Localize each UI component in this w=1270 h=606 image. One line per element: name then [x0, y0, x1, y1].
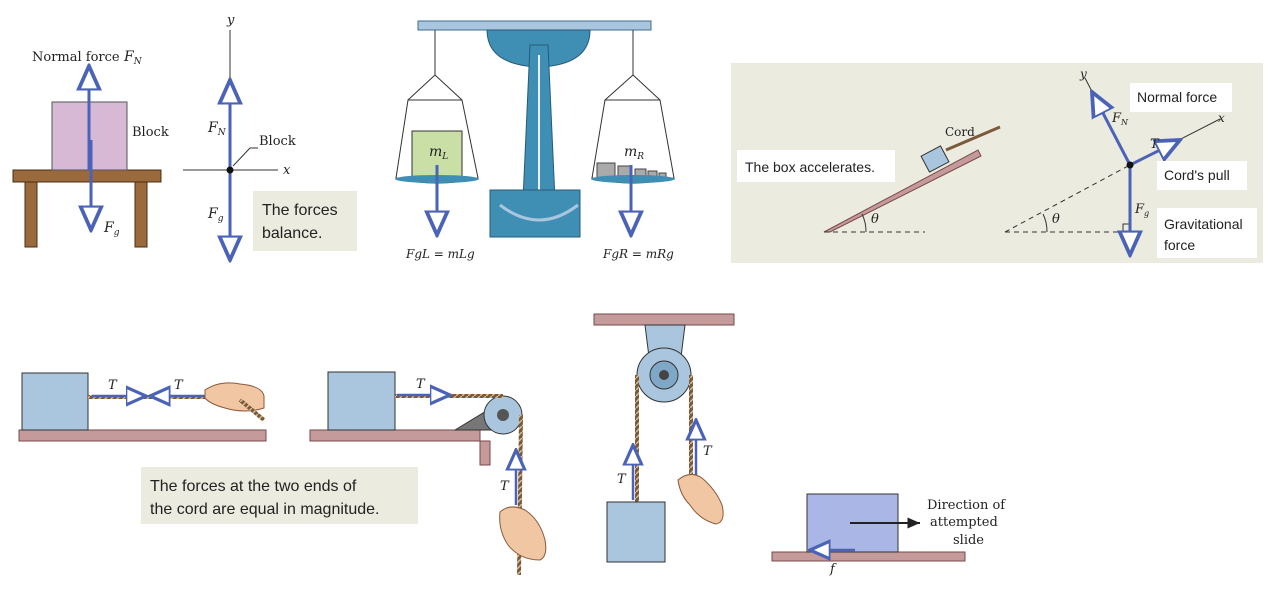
pulley-b-hub — [497, 409, 509, 421]
right-weight-equation: FgR = mRg — [602, 247, 674, 261]
floor-a — [18, 429, 267, 442]
table-b — [309, 429, 491, 466]
incline-t-symbol: T — [1150, 137, 1160, 152]
left-mass-label: mL — [429, 144, 448, 162]
left-string-a — [407, 74, 436, 101]
beam — [417, 20, 652, 31]
equal-magnitude-line1: The forces at the two ends of — [150, 478, 357, 495]
hand-a — [204, 382, 265, 412]
cord-a-end — [238, 398, 266, 422]
fbd-fn-symbol: FN — [207, 120, 227, 138]
normal-force-label: Normal force — [32, 50, 120, 65]
tension-panel: T T T T The forces at the two ends of th… — [18, 313, 735, 576]
gravitational-tag-line2: force — [1164, 237, 1195, 253]
left-string-b — [434, 74, 463, 101]
theta-arc-2 — [1042, 213, 1048, 233]
incline-tension-arrow — [1129, 140, 1180, 167]
ceiling — [593, 313, 735, 326]
incline-cord — [945, 125, 1001, 152]
gravitational-tag-line1: Gravitational — [1164, 216, 1243, 232]
direction-line1: Direction of — [927, 498, 1006, 513]
cords-pull-tag-text: Cord's pull — [1164, 167, 1230, 183]
incline-fn-symbol: FN — [1111, 111, 1129, 127]
cord-label: Cord — [945, 125, 975, 139]
forces-balance-line2: balance. — [262, 225, 323, 242]
base-dial — [499, 203, 579, 222]
base — [489, 189, 581, 238]
normal-force-tag — [1130, 83, 1232, 112]
incline-fg-symbol: Fg — [1134, 202, 1149, 218]
table-leg-left — [24, 181, 38, 248]
equal-magnitude-callout — [141, 467, 418, 524]
tension-label-a1: T — [108, 378, 118, 393]
hanging-block — [606, 501, 666, 563]
gravity-symbol: Fg — [103, 220, 120, 238]
box-accelerates-text: The box accelerates. — [745, 159, 875, 175]
incline-box — [920, 145, 950, 173]
balance-panel: mL FgL = mLg mR FgR = mRg — [395, 20, 675, 261]
block-a — [21, 372, 89, 431]
tension-label-b2: T — [500, 479, 510, 494]
fbd-block-dot — [226, 166, 234, 174]
right-pan-rim — [591, 175, 675, 183]
direction-line3: slide — [953, 533, 984, 548]
incline-fbd-dot — [1126, 161, 1134, 169]
fbd-fg-symbol: Fg — [207, 206, 224, 224]
cords-pull-tag — [1157, 161, 1247, 190]
incline-y-label: y — [1079, 67, 1087, 81]
left-weight-equation: FgL = mLg — [405, 247, 475, 261]
block-b — [327, 371, 396, 431]
forces-balance-line1: The forces — [262, 202, 338, 219]
theta-label-2: θ — [1052, 212, 1060, 227]
normal-force-symbol: FN — [123, 49, 143, 67]
hand-b — [499, 506, 547, 561]
right-mass-label: mR — [624, 144, 644, 162]
box-accelerates-callout — [737, 150, 895, 182]
friction-label: f — [829, 562, 837, 577]
ceiling-pulley-hub — [659, 370, 669, 380]
theta-label-1: θ — [871, 212, 879, 227]
tension-label-a2: T — [174, 378, 184, 393]
fbd-x-label: x — [283, 163, 291, 178]
block-on-table-panel: Normal force FN Block Fg y x Block FN Fg… — [12, 13, 357, 262]
direction-line2: attempted — [930, 515, 998, 530]
tension-label-c1: T — [617, 472, 627, 487]
tension-label-c2: T — [703, 444, 713, 459]
hand-c — [677, 474, 724, 525]
fbd-block-leader — [232, 147, 258, 167]
fbd-block-label: Block — [259, 134, 296, 149]
forces-balance-callout — [253, 191, 357, 251]
right-string-b — [632, 74, 661, 101]
tension-label-b1: T — [416, 377, 426, 392]
normal-force-tag-text: Normal force — [1137, 89, 1217, 105]
friction-panel: f Direction of attempted slide — [771, 493, 1006, 577]
incline-normal-arrow — [1092, 92, 1132, 166]
equal-magnitude-line2: the cord are equal in magnitude. — [150, 501, 379, 518]
table-top — [12, 169, 162, 183]
friction-floor — [771, 551, 966, 562]
theta-arc-1 — [861, 213, 867, 233]
right-string-a — [604, 74, 634, 101]
incline-dashed-slope — [1004, 164, 1131, 233]
incline-panel: The box accelerates. Cord θ θ x y FN T F… — [731, 63, 1263, 263]
incline-x-label: x — [1218, 111, 1225, 125]
block-label: Block — [132, 125, 169, 140]
gravitational-tag — [1157, 208, 1257, 258]
table-leg-right — [134, 181, 148, 248]
fbd-y-label: y — [226, 13, 235, 28]
